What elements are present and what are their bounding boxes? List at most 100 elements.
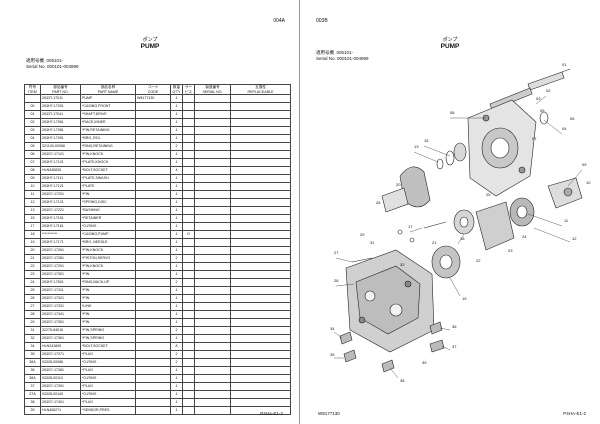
table-cell: 09 xyxy=(24,174,41,183)
callout-label: 29 xyxy=(360,232,365,237)
callout-label: 06 xyxy=(570,116,575,121)
table-cell: 1 xyxy=(170,294,183,303)
table-cell xyxy=(182,334,195,343)
table-cell xyxy=(182,150,195,159)
table-cell: 1 xyxy=(170,214,183,223)
table-cell xyxy=(182,374,195,383)
table-cell: *BOLT,SOCKET xyxy=(80,342,136,351)
table-cell: 263G7-17301 xyxy=(40,270,81,279)
table-cell: 37 xyxy=(24,382,41,391)
table-cell: *RING,BACK-UP xyxy=(80,278,136,287)
serial-value: 000101-004999 xyxy=(337,56,369,61)
table-cell: 11 xyxy=(24,190,41,199)
table-cell: 8 xyxy=(170,342,183,351)
table-cell xyxy=(194,326,231,335)
table-cell: 04 xyxy=(24,134,41,143)
table-cell xyxy=(230,126,291,135)
table-cell xyxy=(230,94,291,103)
table-cell xyxy=(135,262,171,271)
table-cell: 15 xyxy=(24,214,41,223)
table-cell: *BOLT,SOCKET xyxy=(80,166,136,175)
table-cell: *PLUG xyxy=(80,366,136,375)
table-cell: 263H7-17081 xyxy=(40,126,81,135)
table-cell xyxy=(230,334,291,343)
table-cell xyxy=(135,102,171,111)
table-cell xyxy=(194,286,231,295)
table-cell: 263G7-17351 xyxy=(40,318,81,327)
table-cell: 4 xyxy=(170,166,183,175)
table-cell: 263H7-17121 xyxy=(40,182,81,191)
table-cell: 07 xyxy=(24,158,41,167)
table-cell xyxy=(182,190,195,199)
callout-label: 25 xyxy=(486,192,491,197)
table-cell xyxy=(230,294,291,303)
table-cell xyxy=(230,390,291,399)
table-cell xyxy=(135,206,171,215)
link-and-pins-drawing xyxy=(351,187,447,263)
table-cell xyxy=(182,278,195,287)
table-cell xyxy=(182,350,195,359)
table-cell: 263H7-17031 xyxy=(40,102,81,111)
table-cell xyxy=(135,310,171,319)
table-cell xyxy=(230,198,291,207)
table-cell: 263H7-17111 xyxy=(40,174,81,183)
table-cell xyxy=(135,318,171,327)
table-cell: HLN406271 xyxy=(40,406,81,415)
table-cell: *LINK xyxy=(80,302,136,311)
table-cell: *PIN xyxy=(80,294,136,303)
table-cell xyxy=(135,126,171,135)
serial-label: Serial No. xyxy=(316,56,336,61)
table-cell xyxy=(194,166,231,175)
table-cell: *O-RING xyxy=(80,222,136,231)
callout-label: 22 xyxy=(476,258,481,263)
table-cell: *RACE,INNER xyxy=(80,118,136,127)
callout-label: 37 xyxy=(452,344,457,349)
table-cell xyxy=(135,278,171,287)
table-cell xyxy=(135,286,171,295)
callout-label: 02 xyxy=(546,88,551,93)
table-cell xyxy=(194,366,231,375)
table-cell xyxy=(230,118,291,127)
table-cell xyxy=(182,134,195,143)
table-cell: 1 xyxy=(170,158,183,167)
table-cell xyxy=(230,302,291,311)
table-cell: *********** xyxy=(40,230,81,239)
table-cell xyxy=(182,398,195,407)
table-cell xyxy=(135,294,171,303)
table-cell xyxy=(230,238,291,247)
applicable-model-value: 005101- xyxy=(46,58,64,63)
table-cell: 263G7-17101 xyxy=(40,150,81,159)
table-cell xyxy=(182,262,195,271)
table-cell xyxy=(182,182,195,191)
table-cell xyxy=(135,254,171,263)
table-cell xyxy=(135,214,171,223)
table-cell xyxy=(182,166,195,175)
table-cell xyxy=(182,94,195,103)
page-title-jp: ポンプ xyxy=(442,37,458,43)
table-cell xyxy=(230,158,291,167)
table-cell xyxy=(230,310,291,319)
table-cell: 32275-84016 xyxy=(40,326,81,335)
callout-label: 31 xyxy=(370,240,375,245)
table-cell xyxy=(135,150,171,159)
table-cell: 263G7-17311 xyxy=(40,286,81,295)
table-cell xyxy=(230,182,291,191)
table-cell xyxy=(135,238,171,247)
table-cell xyxy=(230,406,291,415)
callout-label: 28 xyxy=(334,278,339,283)
callout-label: 11 xyxy=(564,218,569,223)
table-cell: HLN341605 xyxy=(40,342,81,351)
table-cell xyxy=(182,382,195,391)
table-cell: 1 xyxy=(170,206,183,215)
table-cell xyxy=(230,246,291,255)
table-cell xyxy=(194,302,231,311)
